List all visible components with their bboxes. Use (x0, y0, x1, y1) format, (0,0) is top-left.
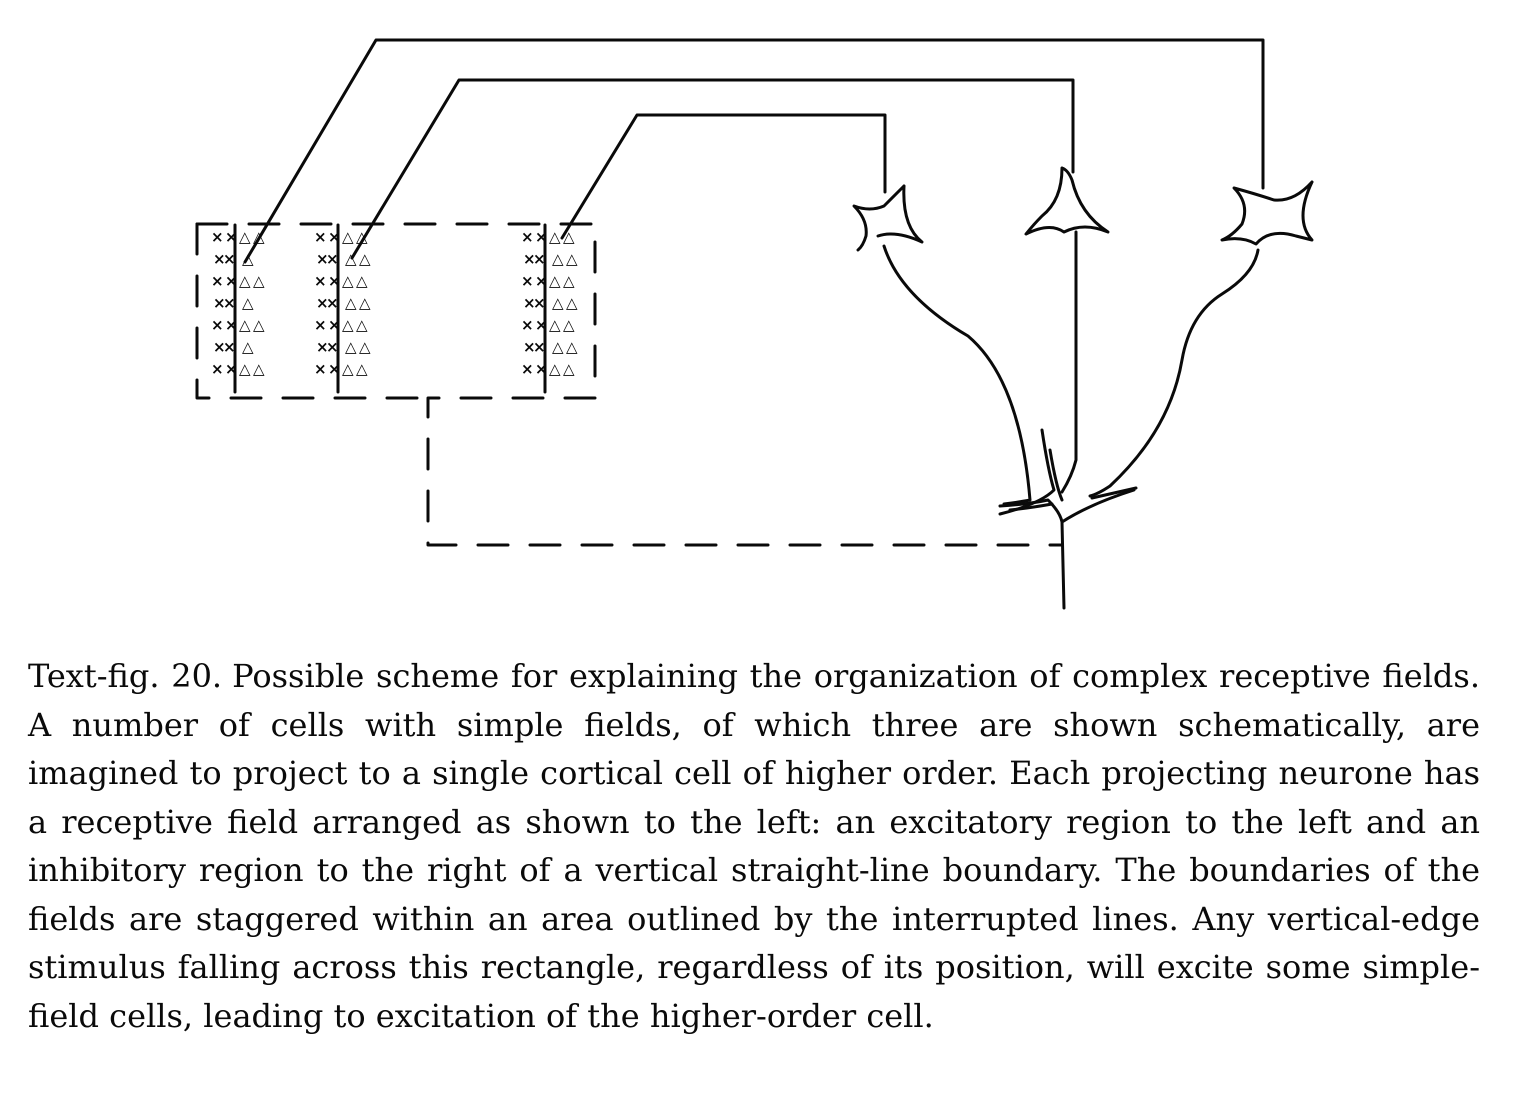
inhibitory-mark: △ (552, 338, 564, 356)
simple-cell-3 (1220, 180, 1314, 246)
caption-label: Text-fig. 20. (28, 657, 223, 695)
inhibitory-mark: △ (549, 360, 561, 378)
excitatory-mark: × (213, 250, 226, 268)
inhibitory-mark: △ (563, 228, 575, 246)
inhibitory-mark: △ (563, 316, 575, 334)
excitatory-mark: × (535, 272, 548, 290)
excitatory-mark: × (521, 360, 534, 378)
inhibitory-mark: △ (563, 272, 575, 290)
simple-cell-2 (1024, 166, 1110, 236)
inhibitory-mark: △ (242, 250, 254, 268)
inhibitory-mark: △ (342, 272, 354, 290)
excitatory-mark: × (223, 294, 236, 312)
projection-2 (350, 78, 1075, 260)
excitatory-mark: × (328, 316, 341, 334)
excitatory-mark: × (521, 272, 534, 290)
excitatory-mark: × (211, 228, 224, 246)
inhibitory-mark: △ (359, 294, 371, 312)
simple-cell-1 (852, 184, 924, 252)
inhibitory-mark: △ (342, 228, 354, 246)
excitatory-mark: × (213, 338, 226, 356)
inhibitory-mark: △ (342, 316, 354, 334)
inhibitory-mark: △ (356, 228, 368, 246)
excitatory-mark: × (316, 294, 329, 312)
excitatory-mark: × (316, 250, 329, 268)
field-marks: ××△△××△××△△××△××△△××△××△△××△△××△△××△△××△… (211, 228, 578, 378)
complex-cell (998, 428, 1138, 610)
excitatory-mark: × (535, 360, 548, 378)
inhibitory-mark: △ (359, 250, 371, 268)
inhibitory-mark: △ (552, 294, 564, 312)
excitatory-mark: × (314, 272, 327, 290)
inhibitory-mark: △ (253, 272, 265, 290)
excitatory-mark: × (316, 338, 329, 356)
excitatory-mark: × (223, 338, 236, 356)
inhibitory-mark: △ (566, 294, 578, 312)
inhibitory-mark: △ (566, 338, 578, 356)
inhibitory-mark: △ (253, 228, 265, 246)
inhibitory-mark: △ (242, 294, 254, 312)
excitatory-mark: × (314, 316, 327, 334)
excitatory-mark: × (328, 272, 341, 290)
axon-cell-2 (1060, 230, 1078, 494)
inhibitory-mark: △ (242, 338, 254, 356)
inhibitory-mark: △ (563, 360, 575, 378)
caption-text: Possible scheme for explaining the organ… (28, 657, 1481, 1035)
inhibitory-mark: △ (342, 360, 354, 378)
excitatory-mark: × (533, 338, 546, 356)
inhibitory-mark: △ (549, 272, 561, 290)
excitatory-mark: × (535, 228, 548, 246)
excitatory-mark: × (523, 338, 536, 356)
excitatory-mark: × (314, 360, 327, 378)
excitatory-mark: × (225, 272, 238, 290)
inhibitory-mark: △ (345, 338, 357, 356)
excitatory-mark: × (328, 228, 341, 246)
inhibitory-mark: △ (345, 250, 357, 268)
inhibitory-mark: △ (552, 250, 564, 268)
inhibitory-mark: △ (549, 316, 561, 334)
axon-cell-1 (882, 244, 1032, 506)
figure-caption: Text-fig. 20.Possible scheme for explain… (28, 652, 1480, 1040)
inhibitory-mark: △ (253, 316, 265, 334)
excitatory-mark: × (326, 294, 339, 312)
excitatory-mark: × (523, 294, 536, 312)
excitatory-mark: × (213, 294, 226, 312)
inhibitory-mark: △ (239, 316, 251, 334)
excitatory-mark: × (535, 316, 548, 334)
excitatory-mark: × (326, 250, 339, 268)
inhibitory-mark: △ (345, 294, 357, 312)
excitatory-mark: × (326, 338, 339, 356)
excitatory-mark: × (521, 316, 534, 334)
inhibitory-mark: △ (239, 272, 251, 290)
inhibitory-mark: △ (239, 360, 251, 378)
excitatory-mark: × (328, 360, 341, 378)
projection-1 (243, 38, 1265, 264)
inhibitory-mark: △ (253, 360, 265, 378)
excitatory-mark: × (211, 272, 224, 290)
inhibitory-mark: △ (356, 316, 368, 334)
excitatory-mark: × (223, 250, 236, 268)
receptive-area-outline (195, 222, 1064, 547)
axon-cell-3 (1088, 248, 1260, 498)
excitatory-mark: × (533, 250, 546, 268)
inhibitory-mark: △ (549, 228, 561, 246)
excitatory-mark: × (225, 316, 238, 334)
excitatory-mark: × (523, 250, 536, 268)
projection-3 (560, 113, 887, 240)
excitatory-mark: × (521, 228, 534, 246)
excitatory-mark: × (225, 360, 238, 378)
excitatory-mark: × (211, 316, 224, 334)
excitatory-mark: × (533, 294, 546, 312)
receptive-field-diagram: ××△△××△××△△××△××△△××△××△△××△△××△△××△△××△… (195, 38, 1314, 610)
inhibitory-mark: △ (356, 272, 368, 290)
inhibitory-mark: △ (356, 360, 368, 378)
inhibitory-mark: △ (359, 338, 371, 356)
inhibitory-mark: △ (239, 228, 251, 246)
excitatory-mark: × (314, 228, 327, 246)
excitatory-mark: × (211, 360, 224, 378)
excitatory-mark: × (225, 228, 238, 246)
inhibitory-mark: △ (566, 250, 578, 268)
